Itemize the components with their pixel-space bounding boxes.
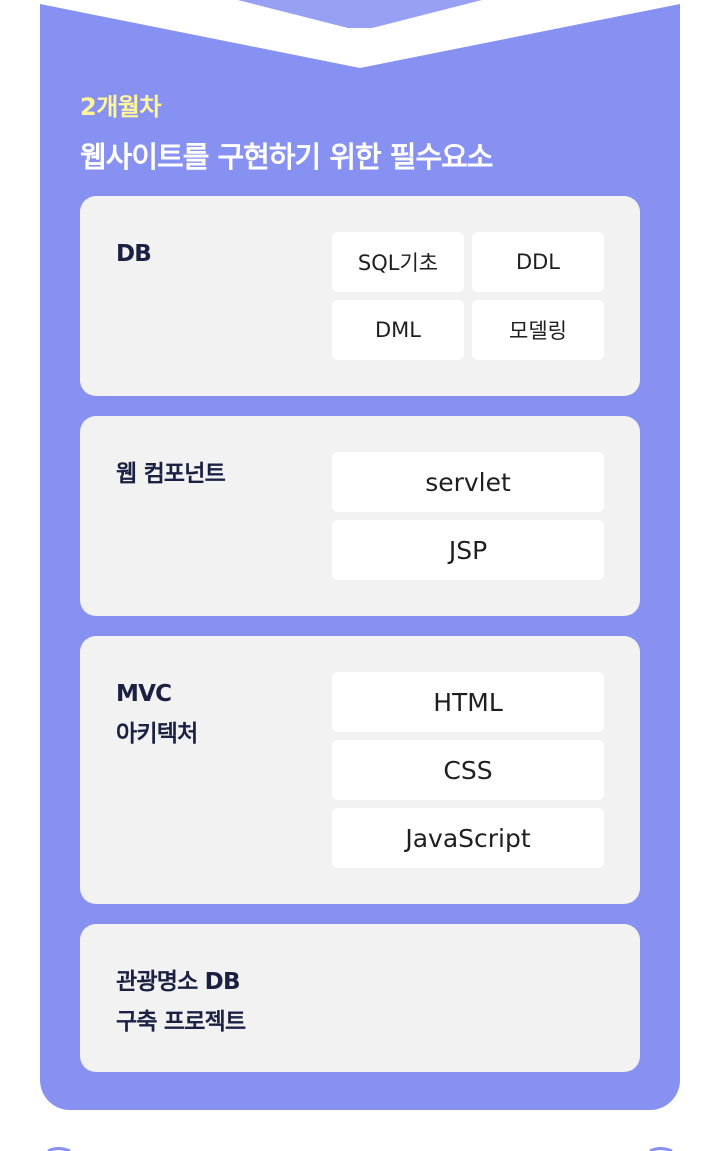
chip-modeling[interactable]: 모델링: [472, 300, 604, 360]
card-title: 웹 컴포넌트: [116, 454, 226, 494]
chip-html[interactable]: HTML: [332, 672, 604, 732]
card-title-line: 아키텍처: [116, 721, 198, 747]
chip-group: SQL기초 DDL DML 모델링: [332, 232, 604, 360]
card-title-line: DB: [116, 241, 152, 267]
card-project: 관광명소 DB 구축 프로젝트: [80, 924, 640, 1072]
card-title-line: 관광명소 DB: [116, 969, 240, 995]
card-title: 관광명소 DB 구축 프로젝트: [116, 962, 246, 1042]
card-db: DB SQL기초 DDL DML 모델링: [80, 196, 640, 396]
chip-jsp[interactable]: JSP: [332, 520, 604, 580]
card-title: MVC 아키텍처: [116, 674, 198, 754]
chip-servlet[interactable]: servlet: [332, 452, 604, 512]
card-title-line: MVC: [116, 681, 172, 707]
card-title-line: 구축 프로젝트: [116, 1009, 246, 1035]
section-headline: 웹사이트를 구현하기 위한 필수요소: [80, 140, 493, 174]
month-label: 2개월차: [80, 93, 161, 121]
chip-sql-basics[interactable]: SQL기초: [332, 232, 464, 292]
chip-ddl[interactable]: DDL: [472, 232, 604, 292]
card-title: DB: [116, 234, 152, 274]
chip-group: HTML CSS JavaScript: [332, 672, 604, 868]
card-mvc-architecture: MVC 아키텍처 HTML CSS JavaScript: [80, 636, 640, 904]
chip-dml[interactable]: DML: [332, 300, 464, 360]
chip-group: servlet JSP: [332, 452, 604, 580]
chip-css[interactable]: CSS: [332, 740, 604, 800]
chip-javascript[interactable]: JavaScript: [332, 808, 604, 868]
card-web-components: 웹 컴포넌트 servlet JSP: [80, 416, 640, 616]
card-title-line: 웹 컴포넌트: [116, 461, 226, 487]
